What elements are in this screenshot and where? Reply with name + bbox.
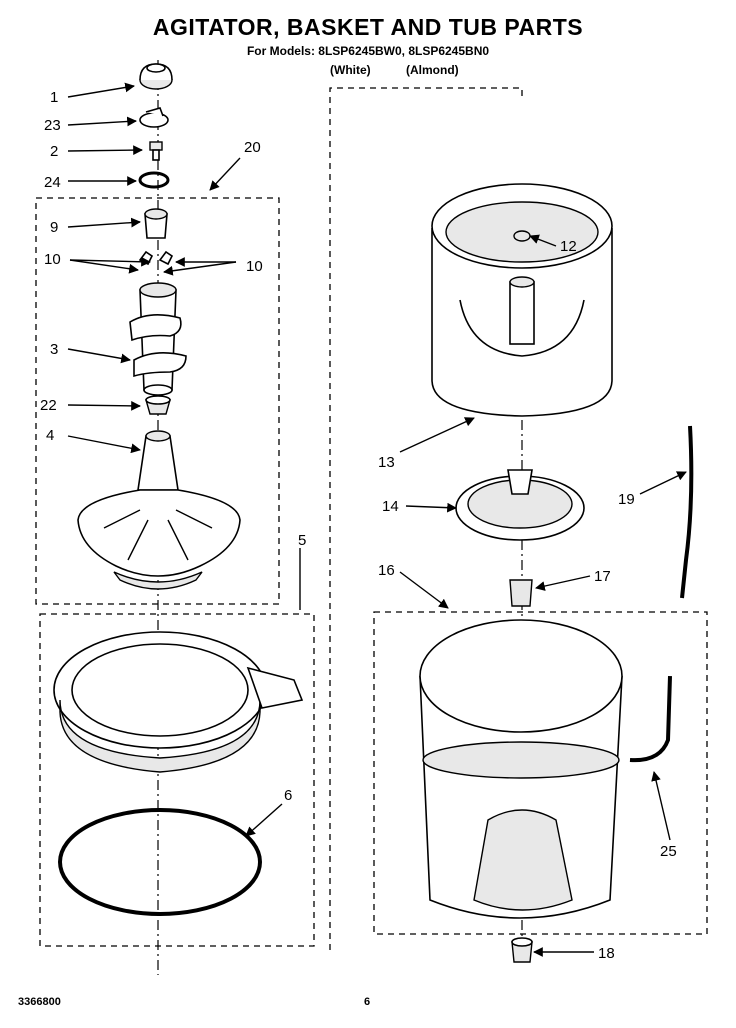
callout-14: 14 [382,498,399,515]
tub-ring-part [53,631,304,773]
document-number: 3366800 [18,996,61,1008]
callout-25: 25 [660,843,677,860]
page-number: 6 [364,996,371,1008]
callout-5: 5 [298,532,306,549]
tub-bearing-part [511,937,533,963]
spin-basket-part [431,183,613,417]
callout-24: 24 [44,174,61,191]
agitator-cap-part [139,63,173,90]
leader-6 [245,803,283,837]
drain-hose-part [680,425,694,599]
callout-18: 18 [598,945,615,962]
leader-12 [529,234,557,247]
basket-drive-hub-part [455,469,585,541]
callout-3: 3 [50,341,58,358]
callout-19: 19 [618,491,635,508]
model-numbers: For Models: 8LSP6245BW0, 8LSP6245BN0 [246,44,490,58]
leader-17 [535,575,591,591]
o-ring-part [138,171,170,189]
callout-1: 1 [50,89,58,106]
leader-3 [67,348,131,364]
callout-16: 16 [378,562,395,579]
callout-13: 13 [378,454,395,471]
cam-part [139,107,169,128]
page-title: AGITATOR, BASKET AND TUB PARTS [152,14,584,40]
leader-23 [67,116,137,127]
leader-14 [405,502,457,513]
callout-17: 17 [594,568,611,585]
callout-12: 12 [560,238,577,255]
callout-2: 2 [50,143,58,160]
callout-10-right: 10 [246,258,263,275]
bolt-part [149,141,163,161]
agitator-auger-part [129,282,187,396]
variant-almond: (Almond) [406,63,459,77]
callout-4: 4 [46,427,54,444]
outer-tub-group-box [373,611,708,935]
callout-9: 9 [50,219,58,236]
tub-ring-group-box [39,613,315,947]
callout-22: 22 [40,397,57,414]
leader-13 [399,417,475,453]
leader-2 [67,145,143,156]
leader-16 [399,571,449,609]
callout-10-left: 10 [44,251,61,268]
variant-white: (White) [330,63,371,77]
tub-hose-part [629,675,672,763]
leader-20 [209,157,241,191]
leader-4 [67,435,141,454]
agitator-base-part [77,430,241,590]
drive-bell-part [145,395,171,415]
leader-9 [67,217,141,228]
leader-25 [651,771,671,841]
leader-10-d [163,261,237,276]
spline-part [509,579,533,607]
basket-nut-part [513,230,531,242]
leader-1 [67,82,135,98]
basket-connector-line [329,87,523,950]
leader-22 [67,400,141,411]
callout-23: 23 [44,117,61,134]
callout-20: 20 [244,139,261,156]
outer-tub-part [419,619,623,919]
color-variants: (White) (Almond) [330,63,491,77]
leader-19 [639,471,687,495]
leader-10-a [69,259,139,274]
leader-10-b [69,256,151,267]
agitator-dog-part [144,208,168,239]
callout-6: 6 [284,787,292,804]
snubber-ring-part [58,808,262,916]
